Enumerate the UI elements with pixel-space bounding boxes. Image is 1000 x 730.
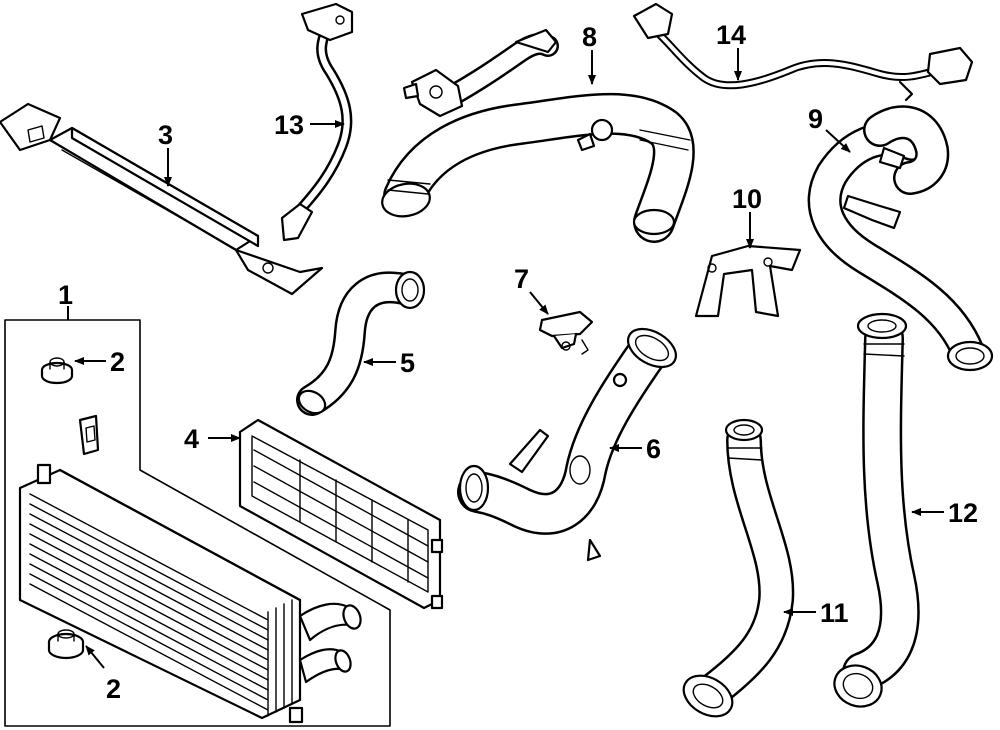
callout-labels: 1 2 2 3 4 5 6 7 8 9 10 11 12 13 14 [58, 20, 978, 704]
callout-2-lower: 2 [106, 674, 121, 704]
callout-9: 9 [808, 104, 823, 134]
leader-arrows [67, 48, 944, 669]
leader-2b [85, 645, 105, 669]
part-13-vacuum-line [280, 2, 354, 242]
part-2-grommet-upper [40, 357, 74, 385]
callout-13: 13 [274, 110, 304, 140]
clip [78, 414, 100, 456]
part-7-sensor [538, 310, 594, 355]
callout-2-upper: 2 [110, 347, 125, 377]
callout-3: 3 [158, 120, 173, 150]
callout-11: 11 [820, 598, 849, 628]
callout-8: 8 [582, 22, 597, 52]
part-5-hose [296, 270, 426, 416]
callout-7: 7 [514, 264, 529, 294]
callout-1: 1 [58, 280, 73, 310]
part-12-hose [833, 312, 920, 708]
callout-6: 6 [646, 434, 661, 464]
part-8-charge-air-duct [381, 28, 695, 243]
part-2-grommet-lower [47, 629, 85, 660]
leader-7 [529, 291, 549, 315]
callout-14: 14 [716, 20, 746, 50]
leader-9 [825, 129, 851, 153]
callout-5: 5 [400, 348, 415, 378]
part-1-group-box [4, 319, 391, 727]
callout-4: 4 [184, 424, 199, 454]
part-10-bracket [694, 244, 802, 318]
part-14-hose-line [632, 2, 974, 102]
part-3-support-bracket [0, 102, 324, 296]
part-4-air-deflector [238, 418, 444, 610]
part-1-intercooler [18, 463, 362, 724]
part-9-hose [807, 105, 994, 372]
part-6-air-duct [457, 327, 677, 562]
callout-12: 12 [948, 498, 978, 528]
callout-10: 10 [732, 184, 762, 214]
part-11-hose [682, 418, 795, 718]
